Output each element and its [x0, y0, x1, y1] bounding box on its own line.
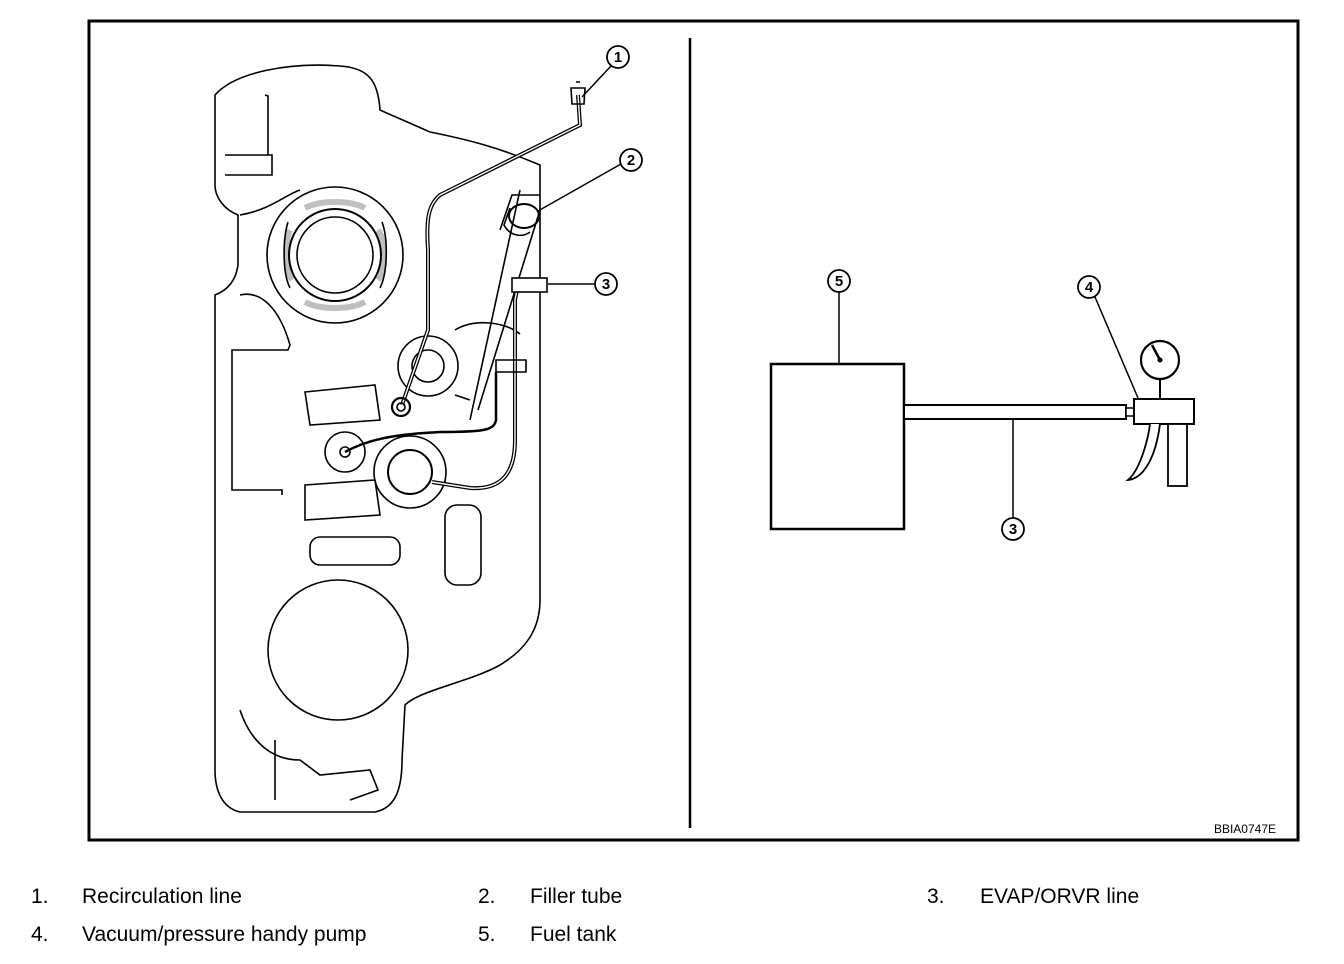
legend-number: 1. [31, 885, 49, 908]
callout-1-label: 1 [614, 49, 622, 66]
legend-label: Fuel tank [530, 923, 617, 946]
handy-pump-body [1133, 398, 1195, 425]
callout-4-circle [1077, 275, 1101, 299]
callout-3-label-right: 3 [1009, 521, 1017, 538]
callout-5-label: 5 [835, 273, 843, 290]
callout-5-circle [827, 269, 851, 293]
legend-label: Vacuum/pressure handy pump [82, 923, 367, 946]
fuel-tank-illustration [214, 64, 586, 813]
legend-number: 5. [478, 923, 496, 946]
callout-3-circle-left [594, 272, 618, 296]
legend-label: Filler tube [530, 885, 623, 908]
legend-number: 2. [478, 885, 496, 908]
legend-label: EVAP/ORVR line [980, 885, 1140, 908]
callout-1-circle [606, 45, 630, 69]
fuel-tank-box [769, 362, 906, 531]
legend-label: Recirculation line [82, 885, 242, 908]
figure-code: BBIA0747E [1214, 822, 1276, 836]
legend-number: 4. [31, 923, 49, 946]
legend-number: 3. [927, 885, 945, 908]
evap-hose [903, 404, 1127, 420]
right-callouts: 5 4 3 [827, 269, 1139, 541]
callout-4-label: 4 [1085, 279, 1094, 296]
left-callouts: 1 2 3 [537, 45, 643, 296]
callout-3-label-left: 3 [602, 276, 610, 293]
callout-3-circle-right [1001, 517, 1025, 541]
figure-frame [87, 19, 1300, 842]
callout-2-circle [619, 148, 643, 172]
callout-2-label: 2 [627, 152, 635, 169]
test-setup-illustration [769, 339, 1195, 531]
